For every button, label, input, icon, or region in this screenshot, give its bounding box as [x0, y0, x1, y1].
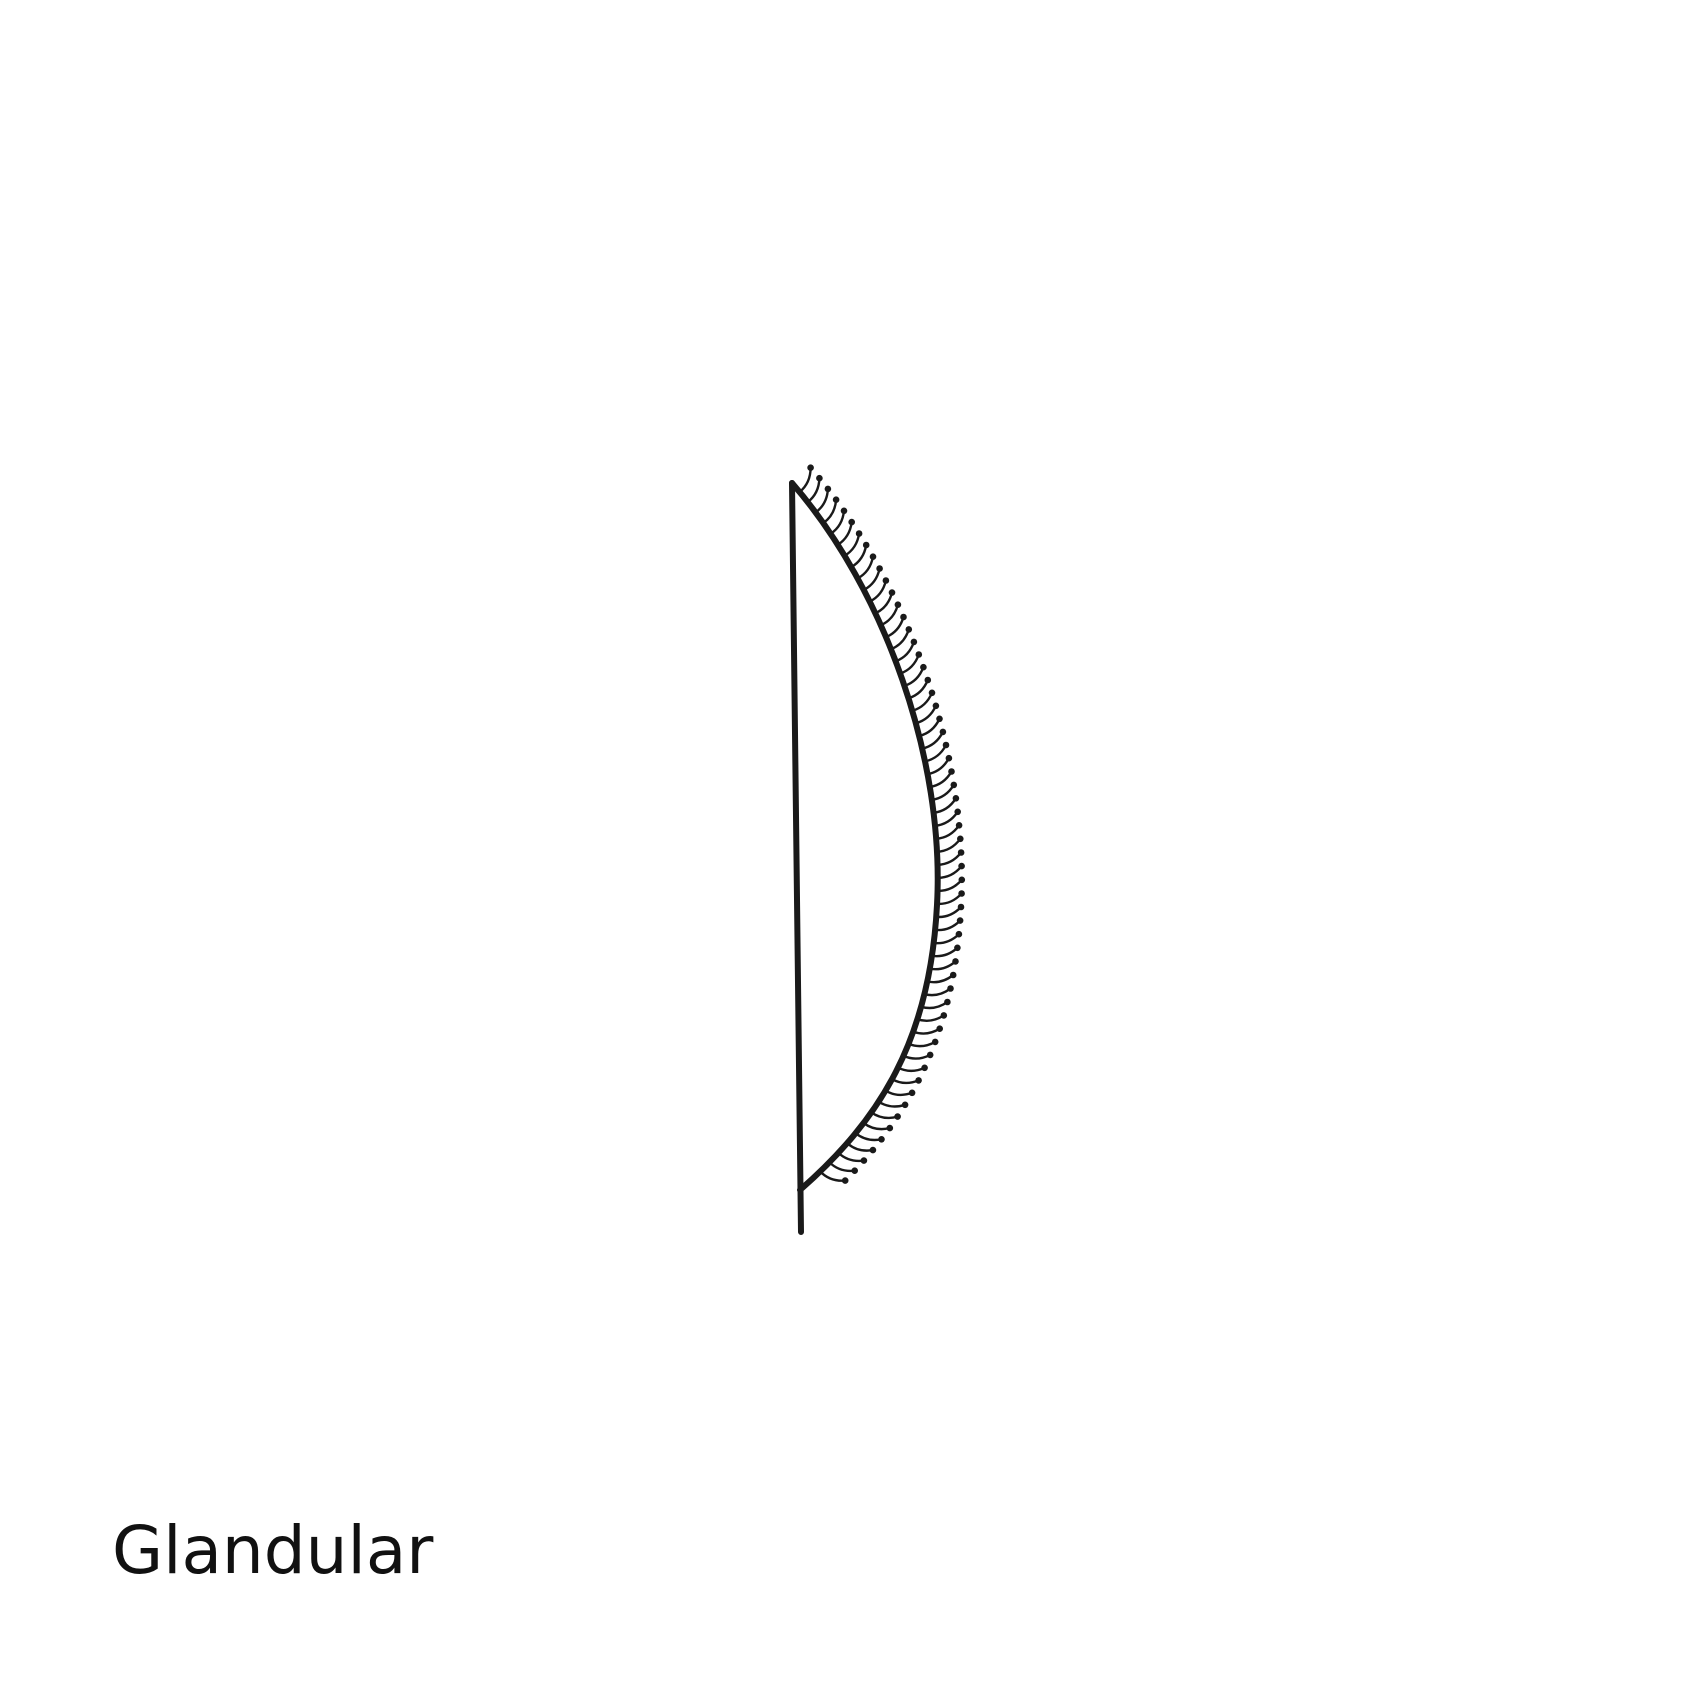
gland-hair — [934, 919, 962, 932]
gland-tip-dot — [928, 689, 936, 697]
gland-tip-dot — [855, 530, 863, 537]
gland-tip-dot — [901, 1101, 909, 1109]
gland-hair — [890, 1078, 920, 1085]
gland-tip-dot — [957, 835, 964, 843]
gland-tip-dot — [894, 1113, 901, 1120]
gland-tip-dot — [932, 702, 940, 710]
gland-tip-dot — [948, 768, 955, 775]
gland-tip-dot — [869, 553, 877, 560]
gland-tip-dot — [876, 565, 883, 572]
gland-tip-dot — [936, 1025, 943, 1032]
gland-tip-dot — [958, 876, 966, 884]
gland-hair — [837, 1151, 866, 1163]
gland-hair — [907, 1040, 937, 1048]
gland-hair — [935, 905, 963, 919]
gland-hair — [902, 1053, 932, 1060]
gland-tip-dot — [886, 1124, 894, 1132]
gland-hair — [912, 1027, 941, 1035]
gland-tip-dot — [840, 507, 848, 515]
gland-tip-dot — [939, 728, 947, 736]
gland-hair — [806, 477, 821, 504]
gland-hair — [846, 1142, 875, 1152]
gland-tip-dot — [921, 1064, 928, 1072]
gland-hair — [935, 824, 961, 840]
gland-tip-dot — [931, 1038, 939, 1046]
gland-tip-dot — [958, 890, 965, 897]
gland-hair — [933, 810, 959, 827]
gland-tip-dot — [936, 715, 943, 723]
gland-tip-dot — [824, 485, 832, 493]
gland-hair — [930, 783, 955, 802]
gland-tip-dot — [940, 1012, 948, 1019]
gland-tip-dot — [816, 474, 823, 482]
gland-tip-dot — [920, 663, 927, 671]
gland-hair — [814, 487, 830, 514]
gland-hair — [862, 1121, 891, 1131]
gland-tip-dot — [841, 1177, 849, 1184]
gland-tip-dot — [949, 971, 957, 979]
gland-tip-dot — [926, 1051, 934, 1059]
gland-hair — [870, 1111, 899, 1120]
gland-tip-dot — [915, 1077, 922, 1084]
gland-hair — [936, 851, 963, 866]
gland-tip-dot — [924, 676, 932, 684]
gland-hair — [896, 1066, 926, 1073]
gland-hairs-group — [798, 464, 966, 1184]
gland-tip-dot — [942, 741, 950, 749]
gland-tip-dot — [905, 626, 913, 633]
gland-tip-dot — [950, 781, 958, 789]
gland-hair — [935, 837, 962, 853]
gland-tip-dot — [908, 1089, 916, 1097]
gland-tip-dot — [878, 1136, 885, 1143]
gland-tip-dot — [894, 601, 902, 608]
gland-tip-dot — [807, 464, 814, 472]
gland-tip-dot — [958, 862, 965, 870]
gland-hair — [936, 864, 963, 879]
gland-tip-dot — [860, 1157, 868, 1164]
gland-tip-dot — [954, 944, 961, 952]
gland-hair — [819, 1170, 847, 1182]
gland-tip-dot — [955, 822, 963, 829]
gland-tip-dot — [848, 518, 855, 526]
gland-hair — [877, 1100, 907, 1108]
gland-tip-dot — [957, 903, 965, 911]
gland-hair — [828, 1161, 856, 1173]
leaf-midrib-line — [789, 480, 804, 1235]
gland-tip-dot — [882, 577, 890, 584]
gland-hair — [932, 797, 958, 814]
gland-hair — [854, 1132, 883, 1142]
gland-tip-dot — [915, 651, 923, 658]
gland-tip-dot — [952, 795, 960, 802]
gland-tip-dot — [956, 917, 964, 924]
caption-label: Glandular — [112, 1512, 434, 1589]
gland-tip-dot — [944, 998, 951, 1006]
gland-tip-dot — [862, 541, 870, 549]
gland-tip-dot — [851, 1167, 858, 1174]
gland-tip-dot — [832, 496, 840, 504]
gland-tip-dot — [947, 985, 954, 992]
gland-hair — [935, 892, 963, 906]
gland-hair — [798, 466, 812, 494]
gland-tip-dot — [957, 849, 965, 856]
gland-hair — [936, 878, 963, 893]
gland-tip-dot — [869, 1146, 877, 1154]
gland-tip-dot — [888, 589, 896, 596]
gland-hair — [884, 1089, 914, 1097]
gland-tip-dot — [955, 930, 963, 938]
gland-tip-dot — [952, 958, 959, 965]
gland-tip-dot — [954, 808, 961, 816]
gland-tip-dot — [900, 613, 907, 621]
gland-tip-dot — [910, 638, 918, 646]
gland-tip-dot — [945, 754, 953, 762]
